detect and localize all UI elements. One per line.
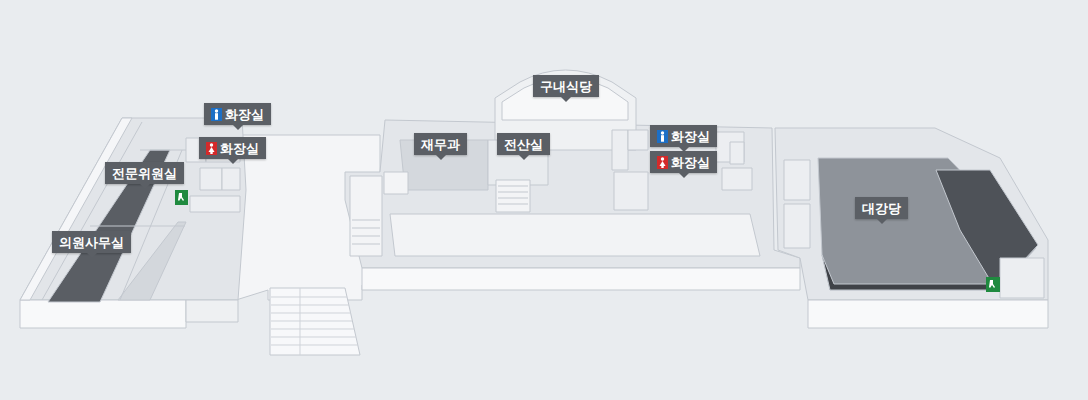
left-wing-front [20,300,186,328]
corridor [390,214,760,256]
room-label: 재무과 [414,133,467,155]
room-name: 화장실 [671,130,710,143]
male-restroom-icon [657,130,668,143]
room-name: 의원사무실 [59,236,124,249]
exit-sign [986,277,1000,292]
label-pointer [561,97,571,102]
room-name: 전문위원실 [112,167,177,180]
right-rooms [784,160,1044,298]
female-restroom-icon [206,142,217,155]
female-restroom-icon [657,156,668,169]
room-label: 화장실 [650,125,717,147]
stair-steps [271,288,358,355]
center-front [362,268,800,290]
label-pointer [679,173,689,178]
male-restroom-icon [211,108,222,121]
exit-sign [175,190,188,205]
partition [90,226,185,227]
partition [42,122,142,300]
room-name: 화장실 [671,156,710,169]
cafeteria-roof [502,78,628,120]
room-label: 대강당 [855,197,908,219]
center-restrooms [612,130,752,210]
room-name: 화장실 [220,142,259,155]
room-label: 전산실 [497,133,550,155]
auditorium-edge [822,255,1000,290]
label-pointer [519,155,529,160]
room-label: 화장실 [650,151,717,173]
room-label: 의원사무실 [52,231,131,253]
left-wing-front-2 [186,300,238,322]
room-label: 화장실 [199,137,266,159]
label-pointer [87,253,97,258]
label-pointer [877,219,887,224]
right-floor [775,128,1048,300]
front-stairs [270,288,360,355]
label-pointer [140,184,150,189]
label-pointer [436,155,446,160]
label-pointer [228,159,238,164]
room-name: 구내식당 [540,80,592,93]
label-pointer [233,125,243,130]
inner-stairs [350,172,530,256]
room-name: 대강당 [862,202,901,215]
right-front [808,300,1048,328]
room-label: 화장실 [204,103,271,125]
room-name: 전산실 [504,138,543,151]
room-label: 구내식당 [533,75,599,97]
room-name: 화장실 [225,108,264,121]
room-name: 재무과 [421,138,460,151]
room-label: 전문위원실 [105,162,184,184]
